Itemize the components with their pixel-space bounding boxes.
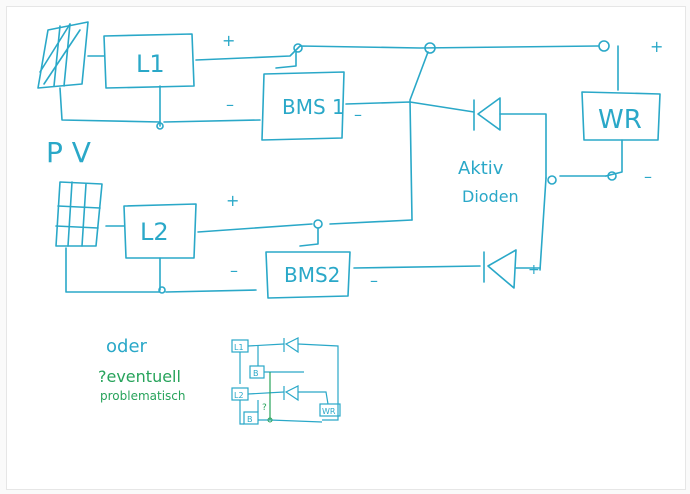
svg-text:–: – bbox=[226, 95, 234, 114]
dioden-label: Dioden bbox=[462, 187, 519, 206]
box-bms1-label: BMS 1 bbox=[282, 95, 345, 119]
box-bms2-label: BMS2 bbox=[284, 263, 340, 287]
wr-box bbox=[581, 91, 661, 141]
alt-wr-label: WR bbox=[322, 407, 336, 416]
pv-label: P V bbox=[46, 136, 91, 169]
l2-box bbox=[123, 203, 197, 259]
svg-text:+: + bbox=[650, 37, 663, 56]
diode-2-icon bbox=[483, 249, 541, 289]
alt-l2-label: L2 bbox=[234, 391, 244, 400]
eventuell-label: ?eventuell bbox=[98, 367, 181, 386]
alt-b-bottom-label: B bbox=[247, 415, 253, 424]
svg-text:+: + bbox=[222, 31, 235, 50]
alt-question-mark: ? bbox=[262, 403, 267, 413]
alt-b-top-label: B bbox=[253, 369, 259, 378]
l1-box bbox=[103, 33, 195, 89]
box-l1-label: L1 bbox=[136, 50, 165, 78]
svg-text:+: + bbox=[528, 262, 540, 278]
svg-text:–: – bbox=[644, 167, 652, 186]
alt-l1-label: L1 bbox=[234, 343, 244, 352]
bms1-box bbox=[261, 71, 345, 141]
svg-text:–: – bbox=[370, 271, 378, 290]
solar-panel-1-icon bbox=[37, 21, 89, 89]
diode-1-icon bbox=[473, 97, 547, 179]
svg-text:–: – bbox=[230, 261, 238, 280]
alternative-diagram bbox=[231, 337, 341, 425]
svg-text:–: – bbox=[354, 105, 362, 124]
oder-label: oder bbox=[106, 336, 148, 357]
box-wr-label: WR bbox=[598, 105, 642, 135]
problematisch-label: problematisch bbox=[100, 389, 186, 403]
paper-sheet bbox=[6, 6, 686, 490]
bms2-box bbox=[265, 251, 351, 299]
box-l2-label: L2 bbox=[140, 218, 169, 246]
aktiv-label: Aktiv bbox=[458, 158, 504, 179]
solar-panel-2-icon bbox=[55, 181, 103, 247]
polarity-marks: + – – + – + – – + bbox=[222, 31, 663, 290]
svg-text:+: + bbox=[226, 191, 239, 210]
